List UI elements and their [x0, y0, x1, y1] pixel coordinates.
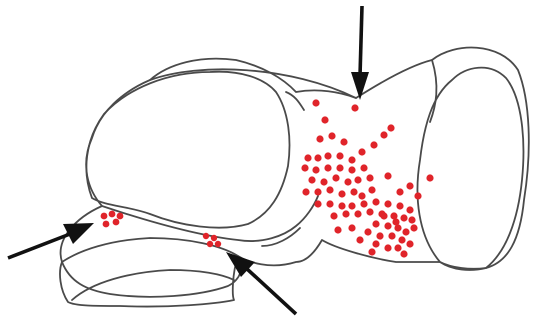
red-dot [304, 154, 311, 161]
red-dot [406, 206, 413, 213]
red-dot [336, 164, 343, 171]
red-dot [364, 228, 371, 235]
red-dot [316, 135, 323, 142]
red-dot [348, 166, 355, 173]
red-dot [384, 244, 391, 251]
red-dot [308, 176, 315, 183]
red-dot [396, 188, 403, 195]
red-dot [372, 240, 379, 247]
red-dot [351, 104, 358, 111]
red-dot [370, 141, 377, 148]
red-dot [321, 116, 328, 123]
red-dot [368, 186, 375, 193]
red-dot [326, 200, 333, 207]
red-dot [396, 202, 403, 209]
notch-line [262, 228, 300, 246]
red-dot [338, 190, 345, 197]
arrow-top [351, 6, 369, 100]
red-dot [384, 200, 391, 207]
red-dot [372, 220, 379, 227]
red-dot [338, 202, 345, 209]
red-dot [332, 174, 339, 181]
red-dot [334, 226, 341, 233]
red-dot [402, 228, 409, 235]
red-dot [314, 188, 321, 195]
arrow-bottom [226, 252, 296, 314]
lower-ridge-line [102, 196, 318, 241]
red-dot [408, 216, 415, 223]
red-dot [326, 186, 333, 193]
red-dot [368, 248, 375, 255]
red-dot [414, 192, 421, 199]
red-dot [388, 232, 395, 239]
red-dot [360, 200, 367, 207]
red-dot [215, 241, 221, 247]
red-dot [354, 210, 361, 217]
red-dot [406, 182, 413, 189]
red-dot [348, 202, 355, 209]
red-dot [426, 174, 433, 181]
red-dot [312, 166, 319, 173]
red-dot [314, 154, 321, 161]
red-dot [406, 240, 413, 247]
red-dot [113, 219, 120, 226]
red-dot [392, 218, 399, 225]
red-dot [348, 156, 355, 163]
red-dot [320, 178, 327, 185]
red-dot [314, 200, 321, 207]
red-dot [101, 213, 108, 220]
red-dot [380, 212, 387, 219]
red-dot [324, 152, 331, 159]
red-dot [366, 174, 373, 181]
red-dot [340, 138, 347, 145]
red-dot [301, 164, 308, 171]
red-dot [394, 244, 401, 251]
lower-process-inner [72, 270, 234, 300]
red-dot [203, 233, 209, 239]
red-dot [342, 210, 349, 217]
red-dot [302, 188, 309, 195]
red-dot [109, 211, 116, 218]
red-dot-cluster-bottom [203, 233, 221, 247]
red-dot [387, 124, 394, 131]
red-dot [103, 221, 110, 228]
red-dot [400, 250, 407, 257]
inner-ridge-line [286, 92, 304, 110]
red-dot [336, 152, 343, 159]
red-dot [324, 164, 331, 171]
red-dot [358, 148, 365, 155]
red-dot [380, 131, 387, 138]
bone-body-outline [60, 48, 529, 307]
red-dot [117, 213, 124, 220]
red-dot [330, 212, 337, 219]
red-dot [384, 222, 391, 229]
red-dot [372, 198, 379, 205]
right-facet-outline [417, 68, 523, 270]
red-dot [398, 236, 405, 243]
red-dot [328, 132, 335, 139]
red-dot [384, 172, 391, 179]
red-dot [354, 176, 361, 183]
red-dot [366, 208, 373, 215]
red-dot [350, 188, 357, 195]
red-dot [360, 164, 367, 171]
red-dot [358, 192, 365, 199]
red-dot [344, 178, 351, 185]
red-dot [312, 99, 319, 106]
red-dot-cluster-main [301, 99, 433, 257]
red-dot [376, 232, 383, 239]
red-dot [348, 224, 355, 231]
red-dot-cluster-left [101, 211, 124, 228]
red-dot [207, 241, 213, 247]
upper-facet-outline [86, 72, 289, 228]
red-dot [400, 214, 407, 221]
red-dot [211, 235, 217, 241]
red-dot [410, 224, 417, 231]
red-dot [356, 236, 363, 243]
